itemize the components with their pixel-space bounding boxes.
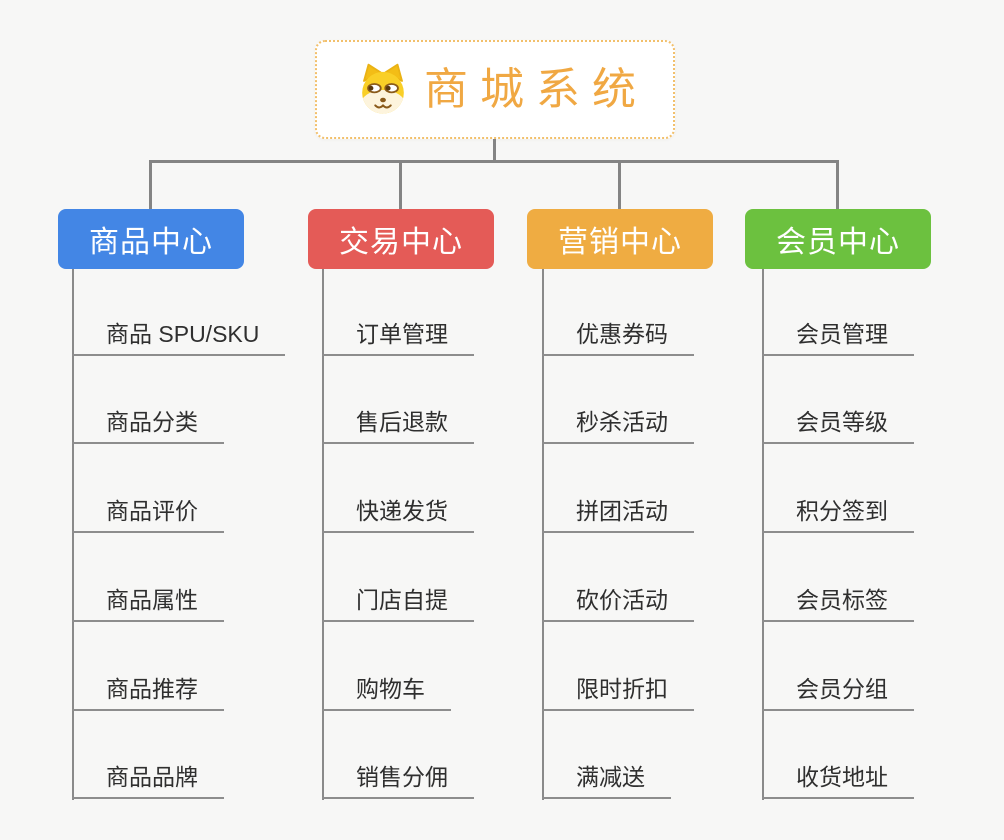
branch-spine-marketing-center: [542, 269, 544, 800]
leaf-topic[interactable]: 购物车: [322, 674, 451, 711]
leaf-topic[interactable]: 会员分组: [762, 674, 914, 711]
connector-drop-member-center: [836, 160, 839, 210]
leaf-topic[interactable]: 商品品牌: [72, 762, 224, 799]
connector-drop-marketing-center: [618, 160, 621, 210]
leaf-topic[interactable]: 订单管理: [322, 319, 474, 356]
leaf-topic[interactable]: 秒杀活动: [542, 407, 694, 444]
branch-spine-member-center: [762, 269, 764, 800]
leaf-topic[interactable]: 满减送: [542, 762, 671, 799]
branch-spine-product-center: [72, 269, 74, 800]
branch-spine-trade-center: [322, 269, 324, 800]
leaf-topic[interactable]: 会员标签: [762, 585, 914, 622]
connector-root-drop: [493, 139, 496, 162]
leaf-topic[interactable]: 销售分佣: [322, 762, 474, 799]
leaf-topic[interactable]: 商品评价: [72, 496, 224, 533]
connector-drop-product-center: [149, 160, 152, 210]
leaf-topic[interactable]: 积分签到: [762, 496, 914, 533]
leaf-topic[interactable]: 快递发货: [322, 496, 474, 533]
branch-topic-member-center[interactable]: 会员中心: [745, 209, 931, 269]
leaf-topic[interactable]: 售后退款: [322, 407, 474, 444]
leaf-topic[interactable]: 会员管理: [762, 319, 914, 356]
leaf-topic[interactable]: 拼团活动: [542, 496, 694, 533]
branch-topic-marketing-center[interactable]: 营销中心: [527, 209, 713, 269]
leaf-topic[interactable]: 收货地址: [762, 762, 914, 799]
leaf-topic[interactable]: 商品推荐: [72, 674, 224, 711]
branch-topic-trade-center[interactable]: 交易中心: [308, 209, 494, 269]
leaf-topic[interactable]: 限时折扣: [542, 674, 694, 711]
dog-face-icon: [362, 63, 404, 114]
root-topic-mall-system[interactable]: 商城系统: [315, 40, 675, 139]
leaf-topic[interactable]: 砍价活动: [542, 585, 694, 622]
leaf-topic[interactable]: 商品分类: [72, 407, 224, 444]
leaf-topic[interactable]: 优惠券码: [542, 319, 694, 356]
connector-drop-trade-center: [399, 160, 402, 210]
root-topic-title: 商城系统: [424, 64, 648, 114]
leaf-topic[interactable]: 商品属性: [72, 585, 224, 622]
branch-topic-product-center[interactable]: 商品中心: [58, 209, 244, 269]
leaf-topic[interactable]: 门店自提: [322, 585, 474, 622]
leaf-topic[interactable]: 会员等级: [762, 407, 914, 444]
connector-bus: [150, 160, 838, 163]
leaf-topic[interactable]: 商品 SPU/SKU: [72, 319, 286, 356]
